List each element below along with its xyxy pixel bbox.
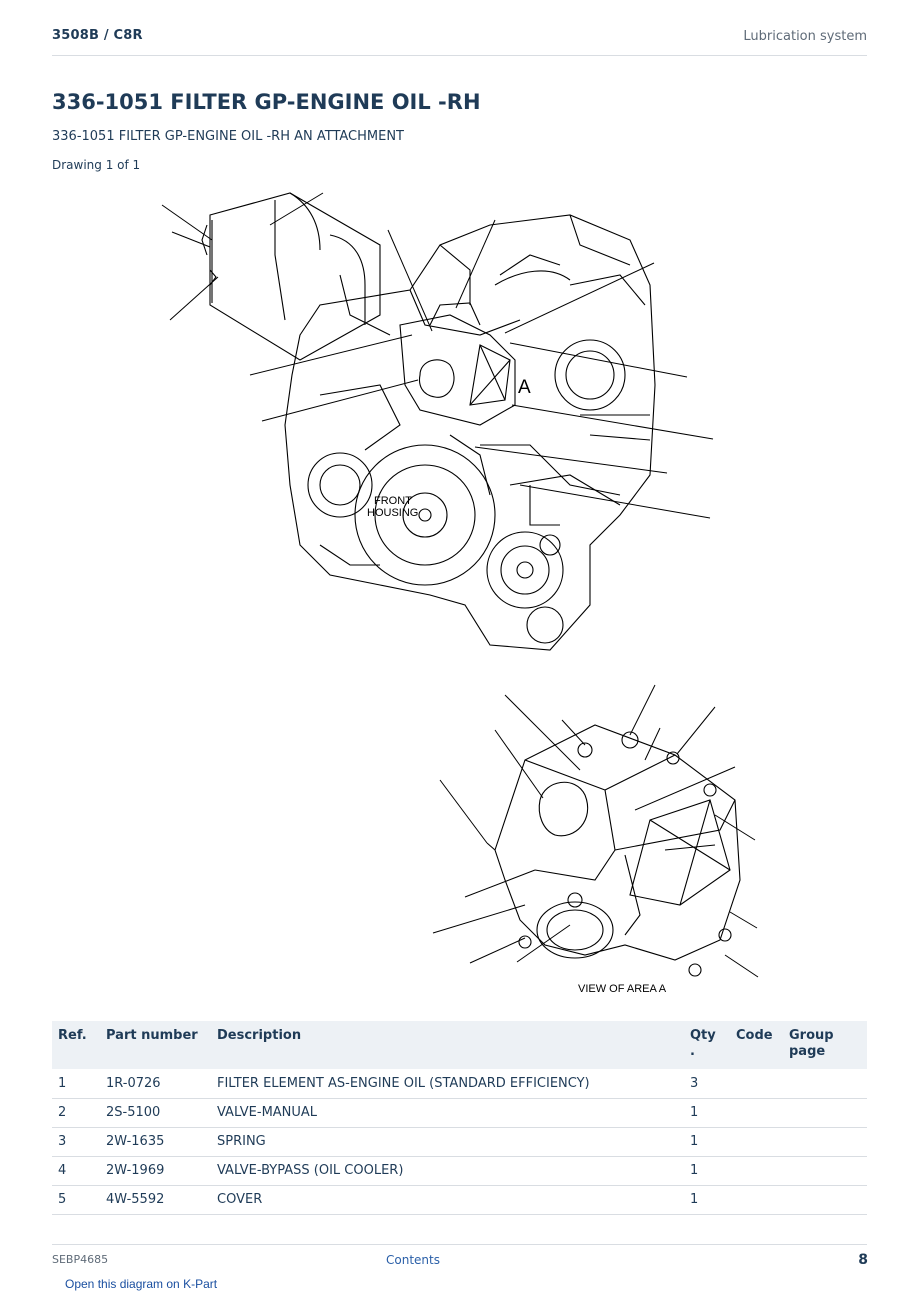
cell-group-page <box>783 1098 867 1128</box>
cell-ref: 1 <box>52 1069 100 1099</box>
cell-group-page <box>783 1069 867 1099</box>
cell-code <box>730 1127 783 1157</box>
table-header-row: Ref. Part number Description Qty. Code G… <box>52 1021 867 1069</box>
cell-qty: 1 <box>684 1127 730 1157</box>
cell-description: VALVE-BYPASS (OIL COOLER) <box>211 1156 684 1186</box>
cell-code <box>730 1185 783 1215</box>
cell-group-page <box>783 1185 867 1215</box>
housing-label: HOUSING <box>367 507 418 519</box>
contents-link[interactable]: Contents <box>386 1253 440 1267</box>
cell-qty: 1 <box>684 1156 730 1186</box>
open-kpart-link[interactable]: Open this diagram on K-Part <box>65 1277 218 1291</box>
area-a-detail-diagram: VIEW OF AREA A <box>432 684 759 995</box>
page-subtitle: 336-1051 FILTER GP-ENGINE OIL -RH AN ATT… <box>52 129 405 144</box>
cell-code <box>730 1069 783 1099</box>
cell-qty: 1 <box>684 1098 730 1128</box>
col-ref: Ref. <box>52 1021 100 1069</box>
cell-qty: 1 <box>684 1185 730 1215</box>
engine-model: 3508B / C8R <box>52 28 143 43</box>
cell-description: COVER <box>211 1185 684 1215</box>
cell-description: SPRING <box>211 1127 684 1157</box>
front-label: FRONT <box>374 495 412 507</box>
page-header: 3508B / C8R Lubrication system <box>52 28 867 56</box>
cell-ref: 5 <box>52 1185 100 1215</box>
cell-ref: 4 <box>52 1156 100 1186</box>
cell-part-number: 4W-5592 <box>100 1185 211 1215</box>
engine-diagram: A FRONT HOUSING <box>161 192 714 651</box>
page-number: 8 <box>858 1252 868 1268</box>
col-qty-line2: . <box>690 1044 695 1059</box>
table-row: 3 2W-1635 SPRING 1 <box>52 1127 867 1157</box>
cell-part-number: 2W-1635 <box>100 1127 211 1157</box>
col-group-line2: page <box>789 1044 826 1059</box>
footer-divider <box>52 1244 867 1245</box>
cell-part-number: 1R-0726 <box>100 1069 211 1099</box>
col-qty: Qty. <box>684 1021 730 1069</box>
cell-part-number: 2S-5100 <box>100 1098 211 1128</box>
table-row: 4 2W-1969 VALVE-BYPASS (OIL COOLER) 1 <box>52 1156 867 1186</box>
section-name: Lubrication system <box>743 29 867 44</box>
parts-table: Ref. Part number Description Qty. Code G… <box>52 1021 867 1215</box>
area-a-callout: A <box>518 377 531 398</box>
cell-qty: 3 <box>684 1069 730 1099</box>
cell-ref: 3 <box>52 1127 100 1157</box>
cell-code <box>730 1156 783 1186</box>
page-title: 336-1051 FILTER GP-ENGINE OIL -RH <box>52 90 481 114</box>
drawing-count: Drawing 1 of 1 <box>52 158 141 172</box>
col-group-line1: Group <box>789 1028 834 1043</box>
table-row: 1 1R-0726 FILTER ELEMENT AS-ENGINE OIL (… <box>52 1069 867 1099</box>
table-row: 5 4W-5592 COVER 1 <box>52 1185 867 1215</box>
cell-description: FILTER ELEMENT AS-ENGINE OIL (STANDARD E… <box>211 1069 684 1099</box>
cell-group-page <box>783 1127 867 1157</box>
table-row: 2 2S-5100 VALVE-MANUAL 1 <box>52 1098 867 1128</box>
col-code: Code <box>730 1021 783 1069</box>
col-description: Description <box>211 1021 684 1069</box>
cell-code <box>730 1098 783 1128</box>
detail-caption: VIEW OF AREA A <box>578 983 667 995</box>
document-id: SEBP4685 <box>52 1253 109 1266</box>
cell-description: VALVE-MANUAL <box>211 1098 684 1128</box>
cell-group-page <box>783 1156 867 1186</box>
cell-part-number: 2W-1969 <box>100 1156 211 1186</box>
cell-ref: 2 <box>52 1098 100 1128</box>
col-qty-line1: Qty <box>690 1028 716 1043</box>
col-part-number: Part number <box>100 1021 211 1069</box>
